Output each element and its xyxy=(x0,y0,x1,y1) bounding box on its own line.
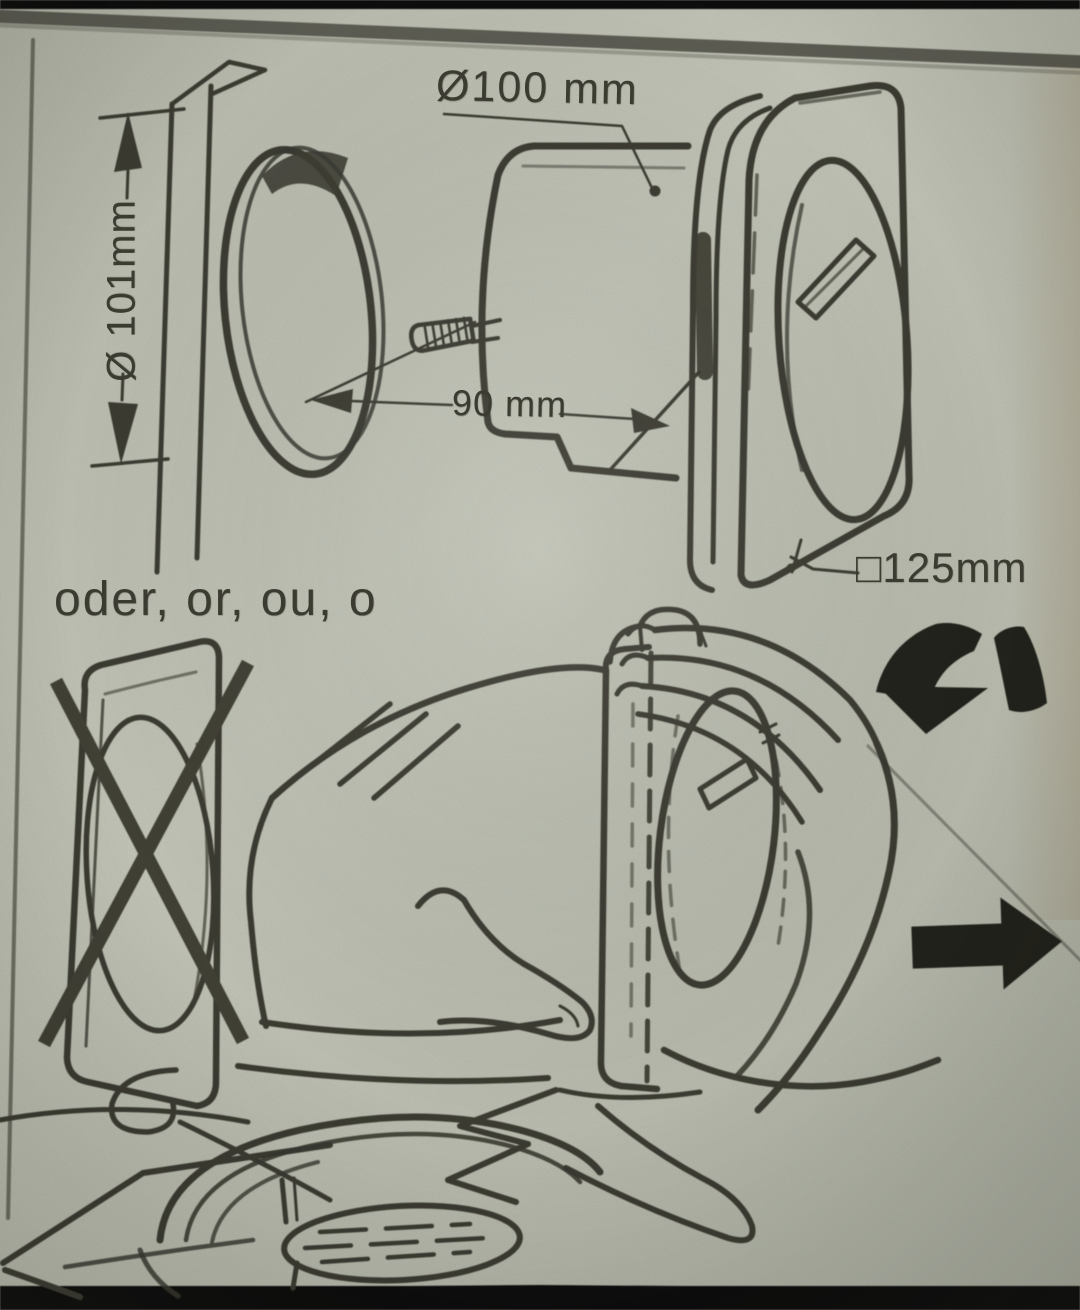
label-unit-diameter: Ø100 mm xyxy=(435,61,640,115)
label-faceplate-size: □125mm xyxy=(856,544,1028,591)
label-insertion-depth: 90 mm xyxy=(451,381,568,426)
label-multilingual-or: oder, or, ou, o xyxy=(54,573,378,626)
label-hole-diameter: Ø 101mm xyxy=(99,199,144,382)
